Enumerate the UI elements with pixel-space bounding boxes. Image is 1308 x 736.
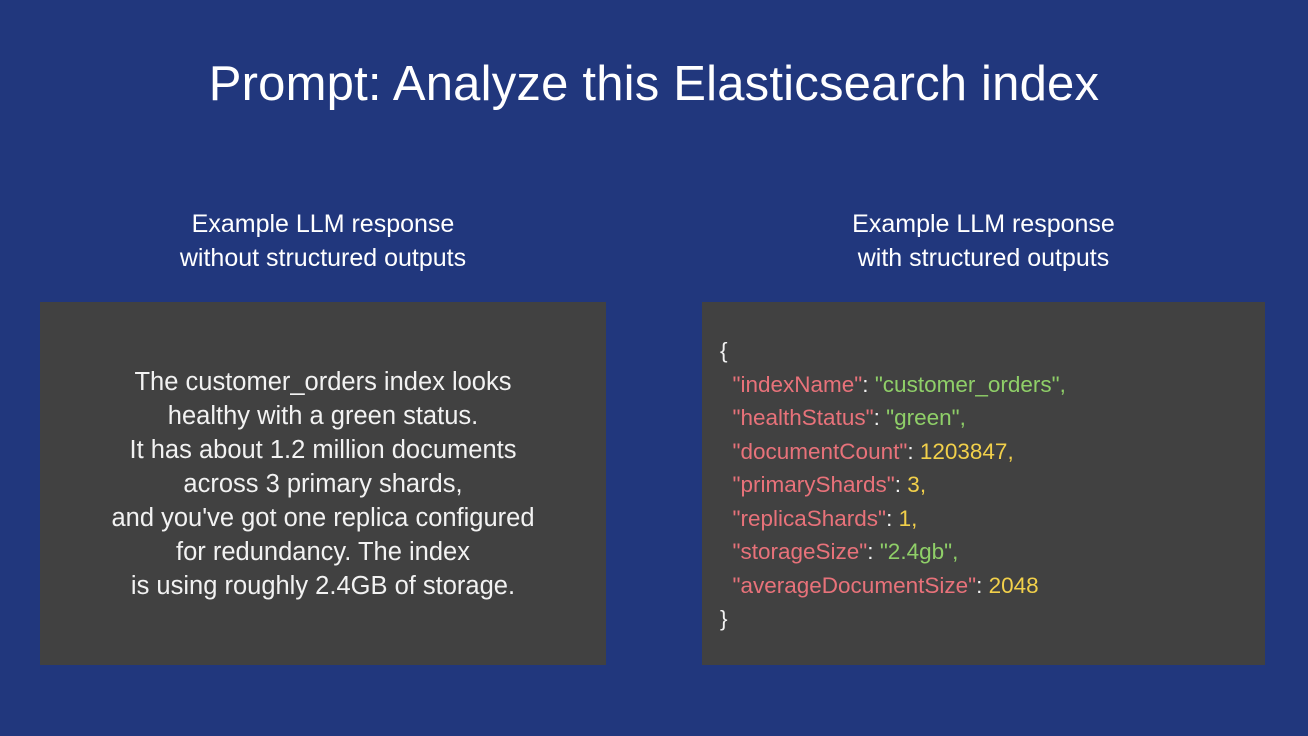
json-line: "replicaShards": 1, <box>720 502 1265 536</box>
json-colon: : <box>867 539 880 564</box>
json-comma: , <box>1007 438 1014 464</box>
right-column-heading: Example LLM response with structured out… <box>702 207 1265 275</box>
json-value: "green" <box>886 405 960 430</box>
json-line: "healthStatus": "green", <box>720 401 1265 435</box>
json-value: 1203847 <box>919 438 1008 464</box>
left-column-heading: Example LLM response without structured … <box>40 207 606 275</box>
json-colon: : <box>976 572 989 598</box>
json-colon: : <box>894 472 908 497</box>
json-comma: , <box>911 505 918 531</box>
json-colon: : <box>873 405 887 430</box>
right-heading-line-1: Example LLM response <box>852 210 1115 238</box>
right-heading-line-2: with structured outputs <box>857 244 1110 272</box>
response-line: for redundancy. The index <box>176 537 470 566</box>
json-line: } <box>720 602 1265 636</box>
json-close-brace: } <box>720 606 728 631</box>
json-comma: , <box>959 405 966 430</box>
json-key: "averageDocumentSize" <box>720 572 977 598</box>
json-value: 2048 <box>988 572 1039 598</box>
structured-json-output: { "indexName": "customer_orders", "healt… <box>720 334 1265 636</box>
response-line: It has about 1.2 million documents <box>129 435 517 464</box>
json-key: "primaryShards" <box>720 472 895 497</box>
json-key: "documentCount" <box>720 438 908 464</box>
json-key: "indexName" <box>720 371 863 397</box>
response-line: across 3 primary shards, <box>183 469 463 498</box>
json-comma: , <box>1059 371 1066 397</box>
json-comma: , <box>952 539 959 564</box>
unstructured-response-text: The customer_orders index looks healthy w… <box>40 365 606 603</box>
response-line: healthy with a green status. <box>167 401 479 430</box>
response-line: and you've got one replica configured <box>111 503 535 532</box>
json-line: "averageDocumentSize": 2048 <box>720 569 1265 603</box>
left-heading-line-2: without structured outputs <box>179 244 467 272</box>
json-value: 1 <box>898 505 912 531</box>
json-line: { <box>720 334 1265 368</box>
json-value: "2.4gb" <box>879 539 953 564</box>
json-comma: , <box>919 472 927 497</box>
response-line: is using roughly 2.4GB of storage. <box>130 571 516 600</box>
json-line: "primaryShards": 3, <box>720 468 1265 502</box>
json-line: "documentCount": 1203847, <box>720 435 1265 469</box>
json-colon: : <box>907 438 920 464</box>
json-colon: : <box>886 505 899 531</box>
unstructured-response-panel: The customer_orders index looks healthy w… <box>40 302 606 665</box>
json-key: "storageSize" <box>720 539 868 564</box>
json-line: "storageSize": "2.4gb", <box>720 535 1265 569</box>
json-key: "replicaShards" <box>720 505 887 531</box>
structured-response-panel: { "indexName": "customer_orders", "healt… <box>702 302 1265 665</box>
json-colon: : <box>862 371 875 397</box>
json-key: "healthStatus" <box>720 405 874 430</box>
json-line: "indexName": "customer_orders", <box>720 368 1265 402</box>
left-heading-line-1: Example LLM response <box>191 210 455 238</box>
response-line: The customer_orders index looks <box>134 367 512 396</box>
json-open-brace: { <box>720 338 728 363</box>
json-value: "customer_orders" <box>874 371 1060 397</box>
json-value: 3 <box>907 472 920 497</box>
page-title: Prompt: Analyze this Elasticsearch index <box>208 57 1100 111</box>
